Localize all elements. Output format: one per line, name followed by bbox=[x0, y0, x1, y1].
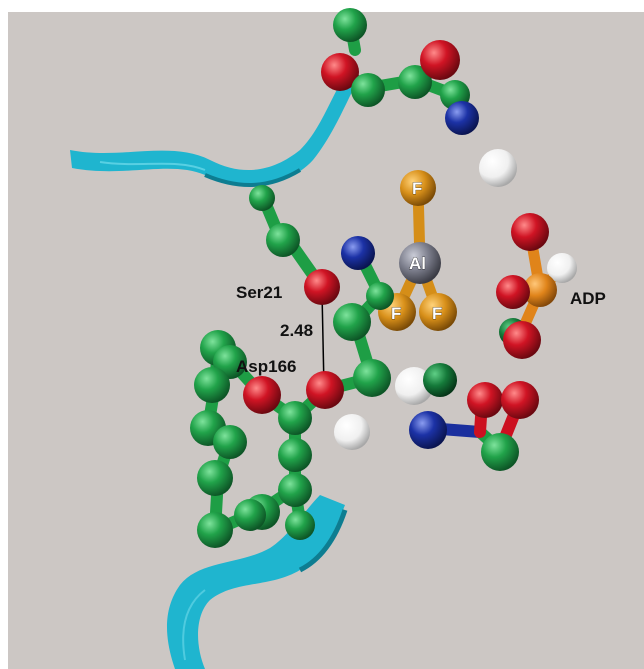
magnesium-atom bbox=[423, 363, 457, 397]
water-atom bbox=[547, 253, 577, 283]
carbon-atom bbox=[197, 512, 233, 548]
viewport-background bbox=[8, 12, 644, 669]
carbon-atom bbox=[333, 8, 367, 42]
oxygen-atom bbox=[243, 376, 281, 414]
aluminium-atom bbox=[399, 242, 441, 284]
fluorine-atom bbox=[419, 293, 457, 331]
carbon-atom bbox=[278, 473, 312, 507]
carbon-atom bbox=[351, 73, 385, 107]
carbon-atom bbox=[366, 282, 394, 310]
carbon-atom bbox=[234, 499, 266, 531]
ser21-label: Ser21 bbox=[236, 283, 282, 302]
oxygen-atom bbox=[511, 213, 549, 251]
carbon-atom bbox=[194, 367, 230, 403]
oxygen-atom bbox=[501, 381, 539, 419]
phosphorus-atom bbox=[523, 273, 557, 307]
water-atom bbox=[479, 149, 517, 187]
distance-label: 2.48 bbox=[280, 321, 313, 340]
carbon-atom bbox=[333, 303, 371, 341]
oxygen-atom bbox=[321, 53, 359, 91]
carbon-atom bbox=[285, 510, 315, 540]
carbon-atom bbox=[213, 425, 247, 459]
fluorine-atom bbox=[400, 170, 436, 206]
adp-label: ADP bbox=[570, 289, 606, 308]
carbon-atom bbox=[353, 359, 391, 397]
fluorine-right-label: F bbox=[432, 304, 442, 323]
nitrogen-atom bbox=[445, 101, 479, 135]
carbon-atom bbox=[197, 460, 233, 496]
oxygen-atom bbox=[420, 40, 460, 80]
carbon-atom bbox=[278, 401, 312, 435]
fluorine-top-label: F bbox=[412, 179, 422, 198]
oxygen-atom bbox=[496, 275, 530, 309]
carbon-atom bbox=[249, 185, 275, 211]
water-atom bbox=[334, 414, 370, 450]
asp166-label: Asp166 bbox=[236, 357, 296, 376]
atoms bbox=[190, 8, 577, 548]
aluminium-label: Al bbox=[409, 254, 426, 273]
oxygen-atom bbox=[503, 321, 541, 359]
nitrogen-atom bbox=[409, 411, 447, 449]
carbon-atom bbox=[398, 65, 432, 99]
carbon-atom bbox=[266, 223, 300, 257]
carbon-atom bbox=[481, 433, 519, 471]
fluorine-left-label: F bbox=[391, 304, 401, 323]
oxygen-atom bbox=[467, 382, 503, 418]
protein-ribbon-top bbox=[70, 75, 358, 188]
nitrogen-atom bbox=[341, 236, 375, 270]
oxygen-atom bbox=[306, 371, 344, 409]
oxygen-atom bbox=[304, 269, 340, 305]
carbon-atom bbox=[278, 438, 312, 472]
